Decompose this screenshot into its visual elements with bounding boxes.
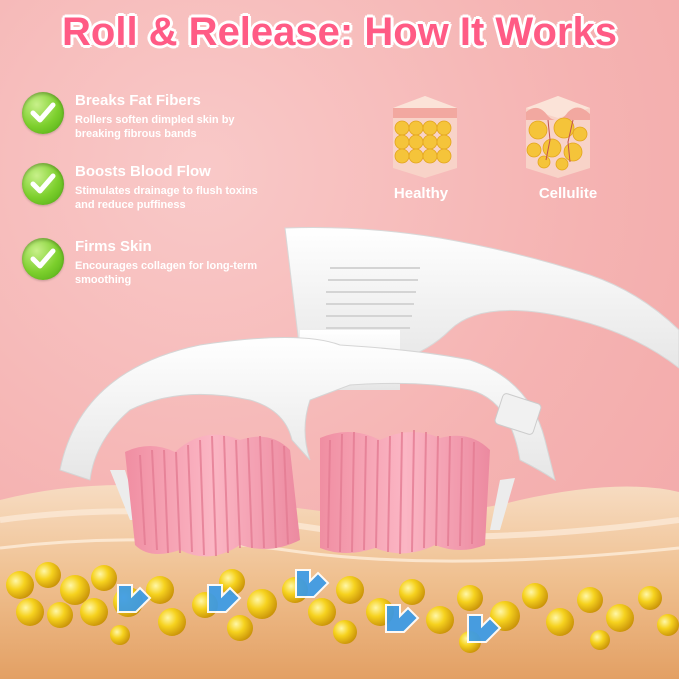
cellulite-skin-illustration — [526, 96, 590, 178]
pressure-arrows — [117, 569, 502, 643]
healthy-label: Healthy — [393, 185, 449, 202]
cellulite-label: Cellulite — [538, 185, 598, 202]
left-roller — [125, 434, 300, 557]
check-icon — [22, 163, 64, 205]
feature-boosts-blood-flow: Boosts Blood Flow Stimulates drainage to… — [22, 163, 282, 213]
fat-cells — [6, 562, 679, 653]
healthy-skin-illustration — [393, 96, 457, 178]
check-icon — [22, 92, 64, 134]
page-title: Roll & Release: How It Works — [62, 10, 617, 54]
feature-title: Breaks Fat Fibers — [75, 92, 201, 109]
feature-description: Encourages collagen for long-term smooth… — [75, 260, 258, 286]
check-icon — [22, 238, 64, 280]
feature-description: Stimulates drainage to flush toxins and … — [75, 185, 258, 211]
feature-firms-skin: Firms Skin Encourages collagen for long-… — [22, 238, 282, 288]
right-roller — [320, 429, 490, 555]
feature-description: Rollers soften dimpled skin by breaking … — [75, 114, 235, 140]
feature-title: Boosts Blood Flow — [75, 163, 211, 180]
feature-title: Firms Skin — [75, 238, 152, 255]
feature-breaks-fat-fibers: Breaks Fat Fibers Rollers soften dimpled… — [22, 92, 282, 142]
